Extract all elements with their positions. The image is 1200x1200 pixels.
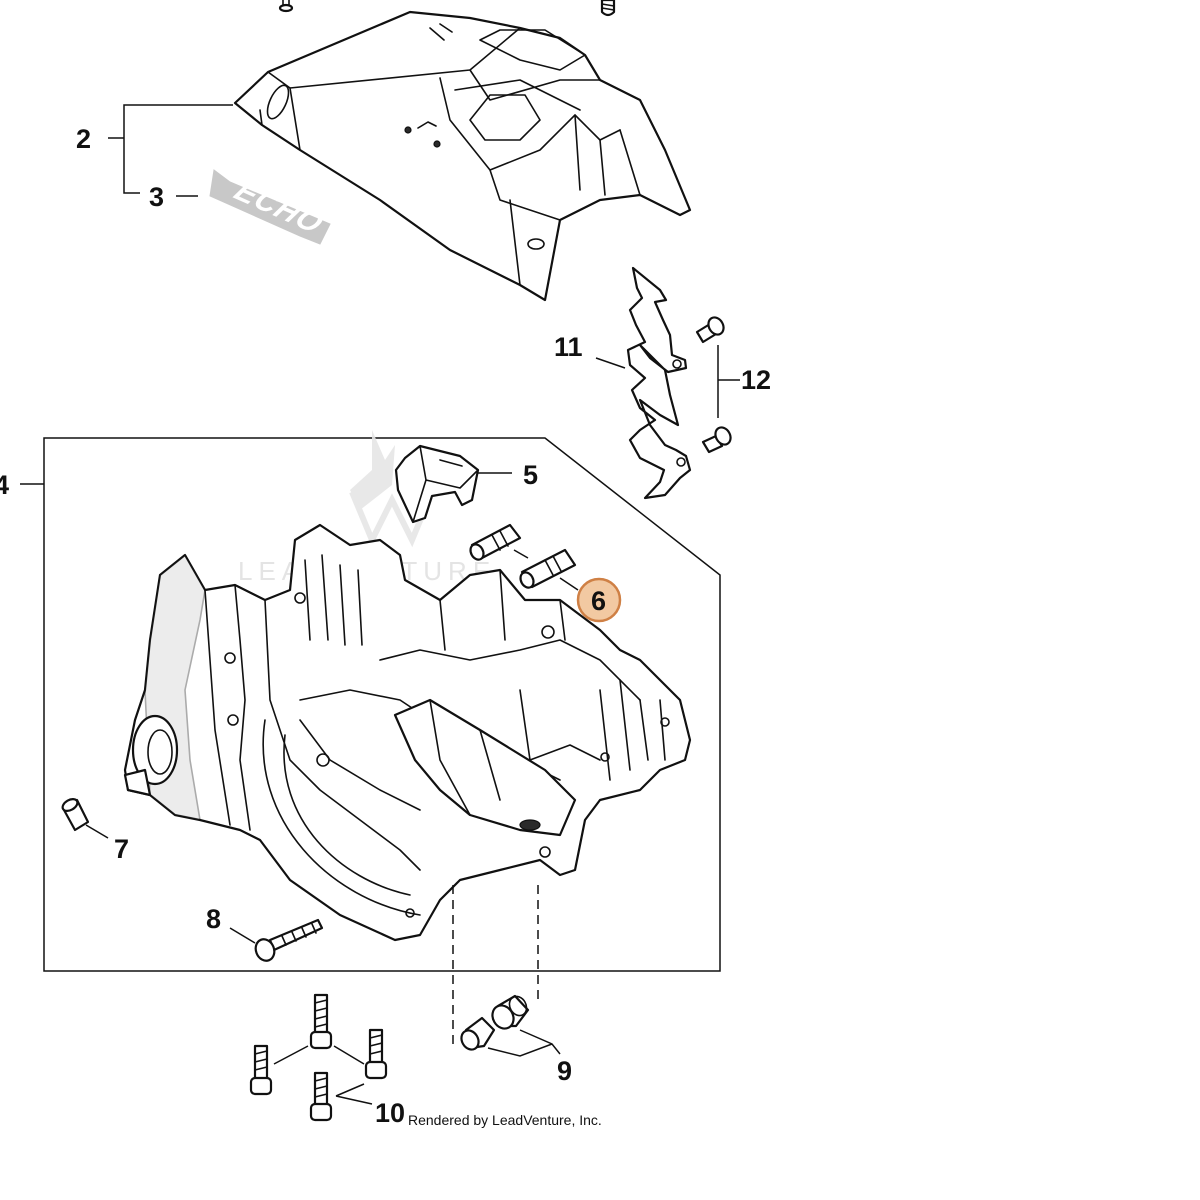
decal-text: ECHO [228,176,330,240]
top-cover [233,10,692,302]
screw-8 [254,918,324,962]
top-screw-left [278,0,294,13]
top-screw-right [600,0,616,17]
leader-10 [273,1045,373,1105]
bumper-screw-lower [701,426,732,454]
damper-lower [460,1016,496,1051]
bolt-10-b [249,1044,273,1096]
bolt-10-a [309,993,333,1050]
decal-strip [209,169,331,245]
callout-7[interactable]: 7 [114,834,129,864]
bolt-10-d [309,1071,333,1122]
bumper-screw-upper [695,316,725,344]
callout-6[interactable]: 6 [591,586,606,616]
echo-decal: ECHO [209,169,331,245]
leader-9 [487,1029,561,1057]
callout-3[interactable]: 3 [149,182,164,212]
leader-11 [595,357,626,369]
damper-upper [491,994,530,1030]
callout-6-highlight[interactable] [576,577,622,623]
callout-12[interactable]: 12 [741,365,771,395]
callout-4[interactable]: 4 [0,470,9,500]
assembly-box [43,437,721,972]
credit-text: Rendered by LeadVenture, Inc. [408,1112,602,1128]
callout-2[interactable]: 2 [76,124,91,154]
callout-8[interactable]: 8 [206,904,221,934]
crankcase [123,523,692,942]
guard-piece [394,444,480,524]
callout-9[interactable]: 9 [557,1056,572,1086]
bumper-spike [626,266,692,500]
callout-5[interactable]: 5 [523,460,538,490]
callout-10[interactable]: 10 [375,1098,405,1128]
plug-7 [61,798,90,832]
leader-12 [717,345,740,418]
leader-2-3 [108,104,233,197]
stud-lower [519,548,577,589]
callout-11[interactable]: 11 [554,332,583,362]
leader-6 [513,549,579,591]
leader-8 [229,927,256,944]
leader-7 [85,824,109,839]
bolt-10-c [364,1028,388,1080]
stud-upper [469,523,522,561]
